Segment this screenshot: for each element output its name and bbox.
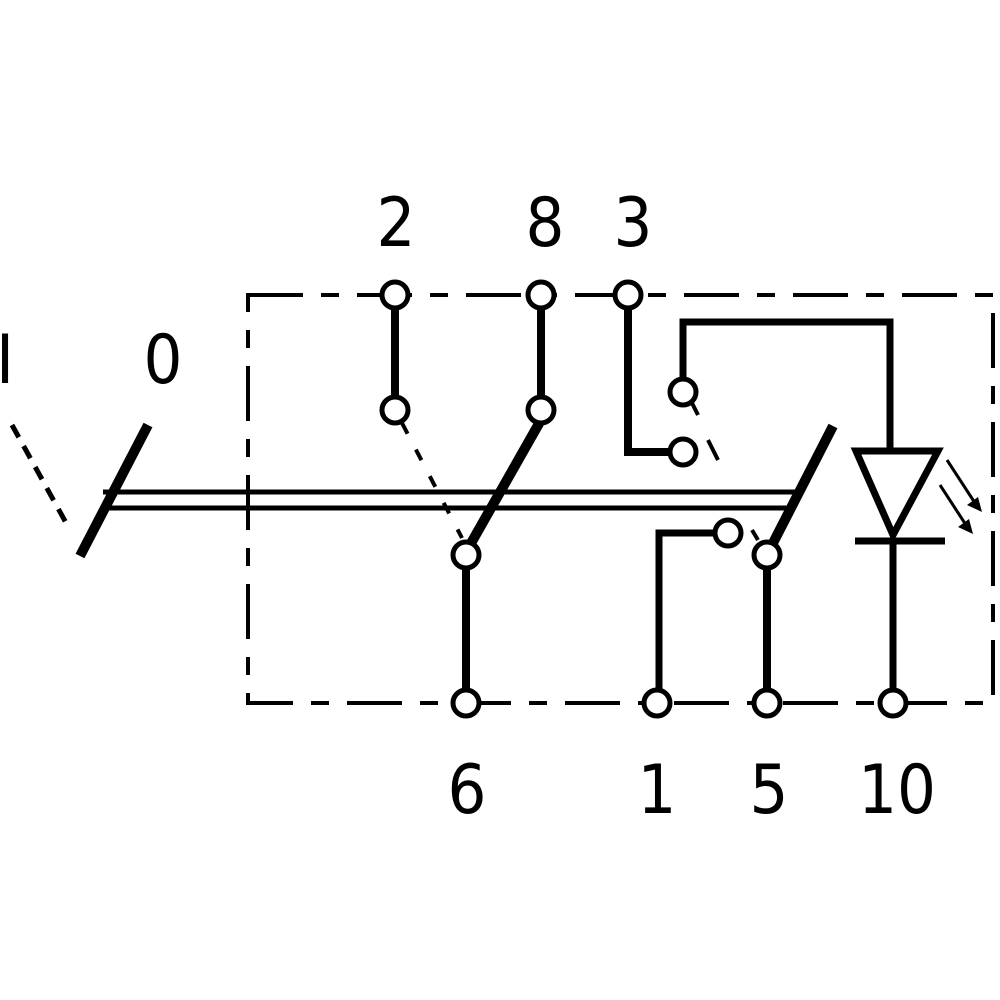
contact bbox=[667, 436, 699, 468]
terminal-10 bbox=[877, 687, 909, 719]
contact bbox=[379, 394, 411, 426]
terminal-label-5: 5 bbox=[750, 751, 789, 830]
wiring bbox=[391, 300, 897, 700]
terminal-label-1: 1 bbox=[638, 751, 677, 830]
led-indicator-icon bbox=[850, 447, 982, 545]
position-label-off: 0 bbox=[144, 321, 183, 400]
position-label-on: I bbox=[0, 321, 14, 400]
contact bbox=[450, 539, 482, 571]
terminal-label-8: 8 bbox=[526, 184, 565, 263]
terminal-3 bbox=[612, 279, 644, 311]
contact bbox=[751, 539, 783, 571]
terminal-label-6: 6 bbox=[448, 751, 487, 830]
terminal-1 bbox=[641, 687, 673, 719]
actuator-lever bbox=[9, 422, 800, 559]
contact bbox=[712, 517, 744, 549]
contact bbox=[667, 376, 699, 408]
terminal-5 bbox=[751, 687, 783, 719]
terminal-6 bbox=[450, 687, 482, 719]
terminal-label-2: 2 bbox=[377, 184, 416, 263]
terminal-label-10: 10 bbox=[858, 751, 936, 830]
terminal-label-3: 3 bbox=[614, 184, 653, 263]
terminal-2 bbox=[379, 279, 411, 311]
terminal-8 bbox=[525, 279, 557, 311]
contact bbox=[525, 394, 557, 426]
